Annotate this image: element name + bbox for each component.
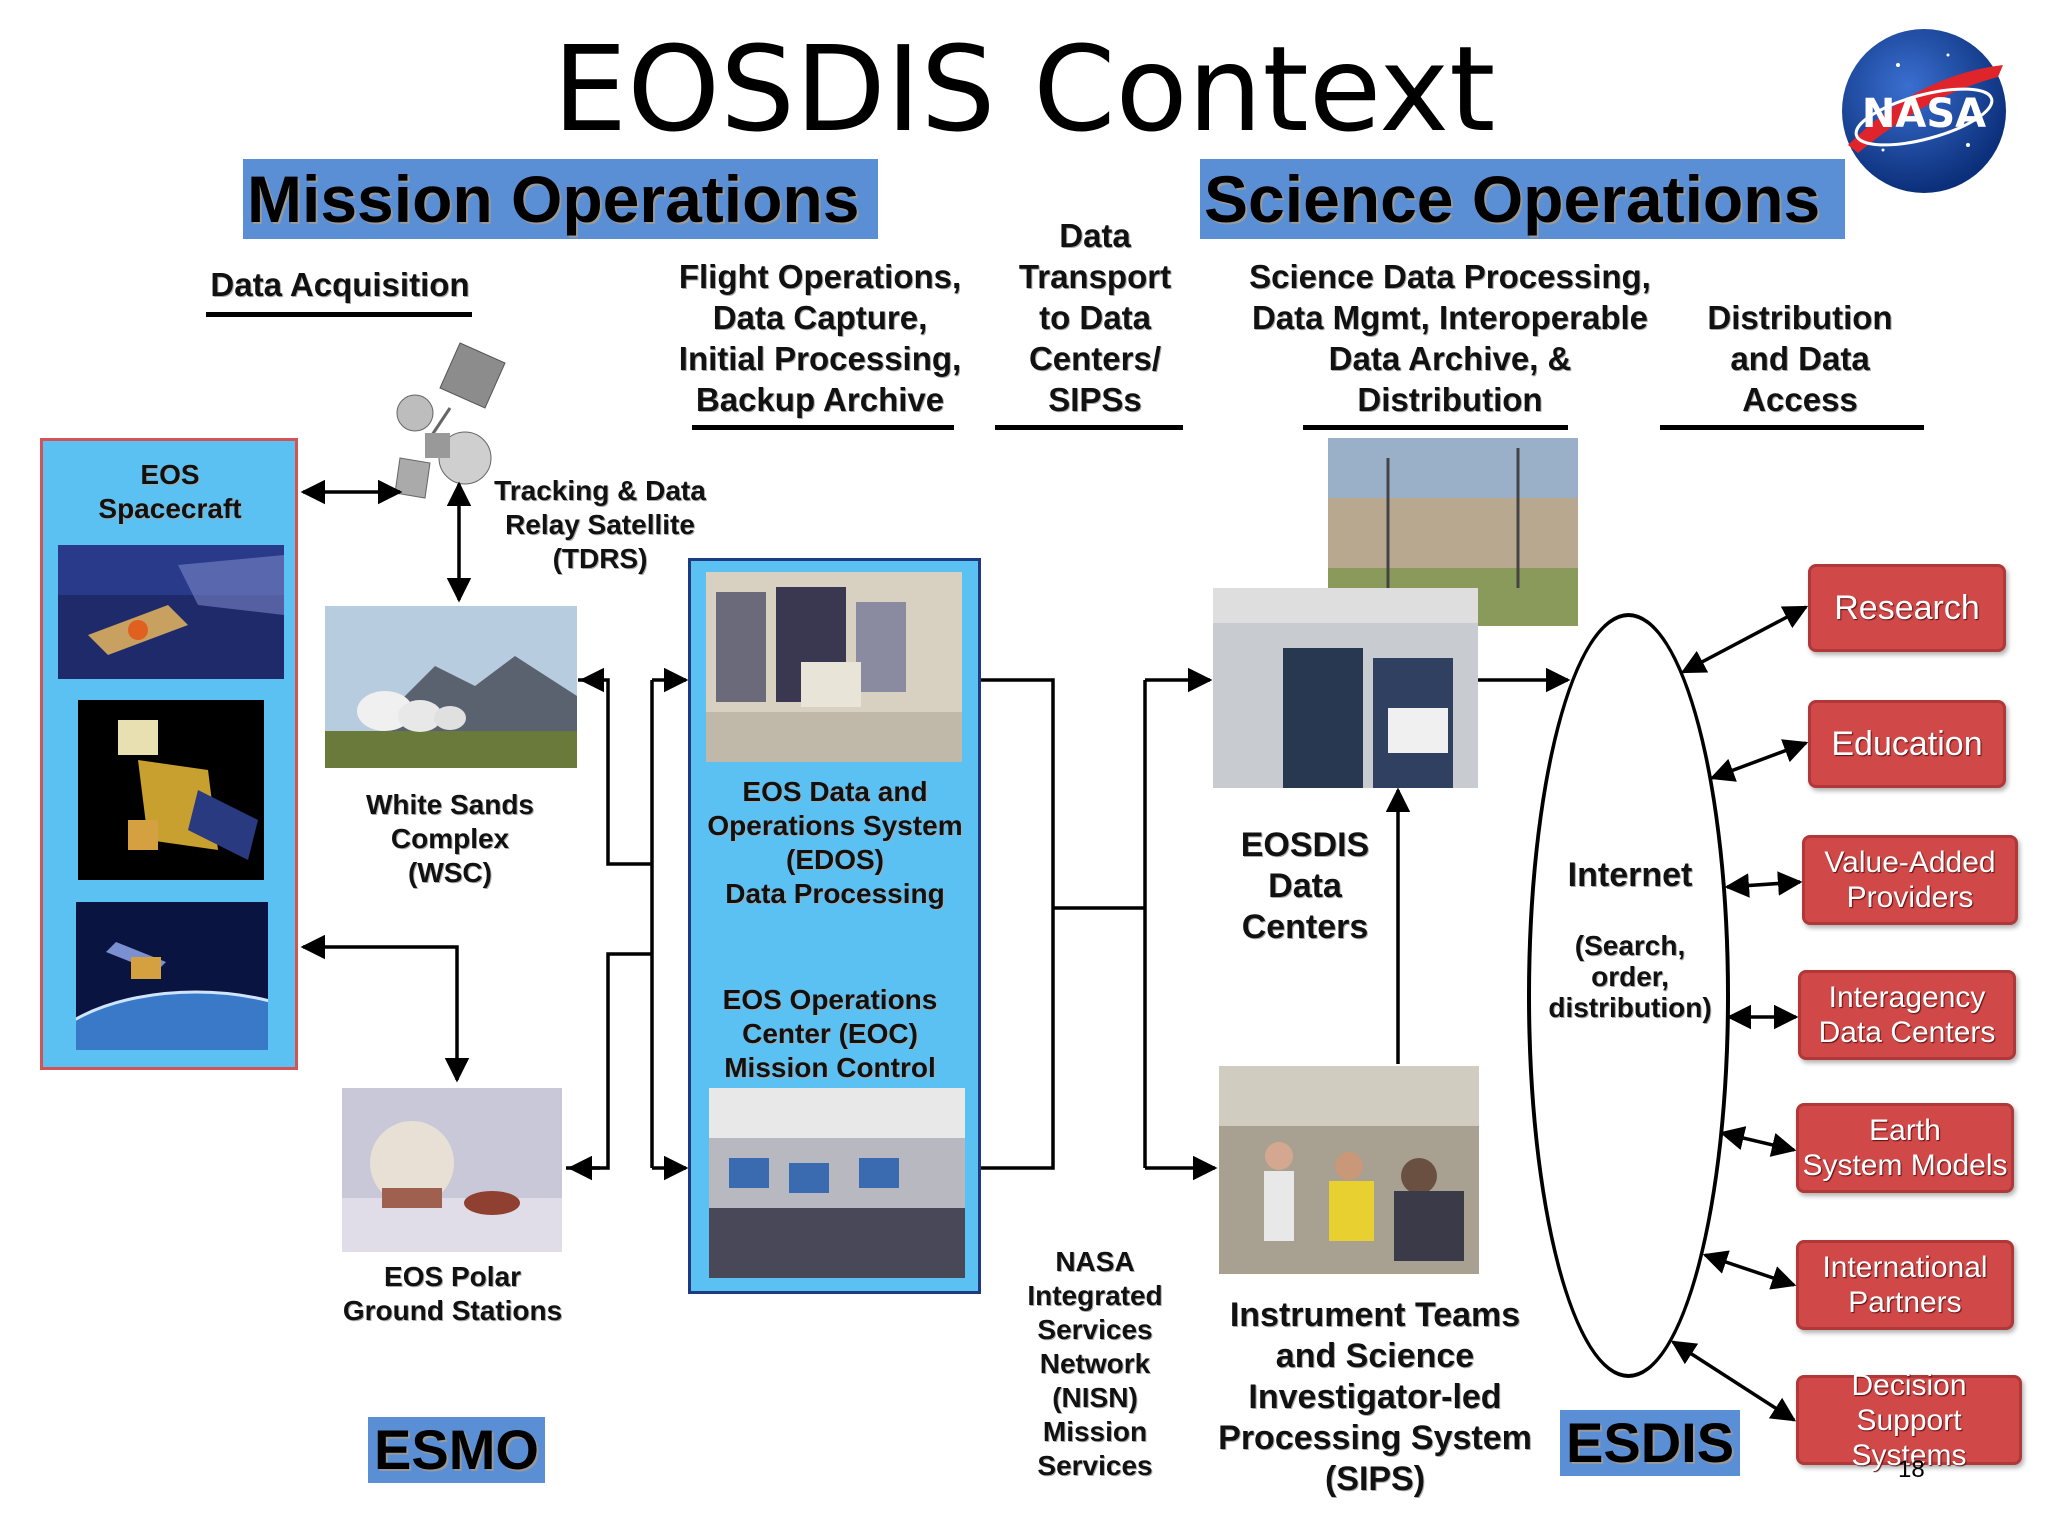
eoc-label: EOS Operations Center (EOC) Mission Cont…	[722, 984, 938, 1083]
nisn-label: NASA Integrated Services Network (NISN) …	[1027, 1246, 1163, 1481]
page-number: 18	[1898, 1456, 1925, 1483]
data-center-room-photo	[1213, 588, 1478, 788]
spacecraft-photo-2	[78, 700, 264, 880]
spacecraft-photo-1	[58, 545, 284, 679]
arrow-spacecraft-polar	[300, 934, 470, 1083]
underline-distribution	[1660, 425, 1924, 430]
edos-to-bus	[981, 678, 1055, 1170]
destination-research: Research	[1808, 564, 2006, 652]
arrow-wsc-bus	[578, 678, 652, 866]
eoc-photo	[709, 1088, 965, 1278]
mission-operations-banner: Mission Operations	[243, 159, 878, 239]
destination-education: Education	[1808, 700, 2006, 788]
internet-subtitle: (Search, order, distribution)	[1548, 930, 1712, 1023]
underline-science	[1303, 425, 1568, 430]
esmo-badge: ESMO	[368, 1417, 545, 1483]
tdrs-label: Tracking & Data Relay Satellite (TDRS)	[494, 475, 706, 574]
arrow-decision-support	[1670, 1340, 1797, 1422]
white-sands-label: White Sands Complex (WSC)	[365, 789, 534, 888]
header-science-processing: Science Data Processing, Data Mgmt, Inte…	[1249, 258, 1651, 418]
nasa-logo: NASA	[1838, 25, 2010, 197]
sips-photo	[1219, 1066, 1479, 1274]
internet-title: Internet	[1567, 856, 1693, 894]
internet-oval	[1527, 613, 1730, 1378]
arrow-research	[1680, 605, 1809, 674]
underline-acquisition	[206, 312, 472, 317]
spacecraft-photo-3	[76, 902, 268, 1050]
nasa-logo-text: NASA	[1862, 91, 1986, 137]
eos-spacecraft-label: EOS Spacecraft	[98, 459, 242, 524]
underline-flight	[692, 425, 954, 430]
edos-photo	[706, 572, 962, 762]
header-distribution: Distribution and Data Access	[1707, 299, 1893, 418]
arrow-polar-bus	[566, 952, 652, 1170]
data-centers-label: EOSDIS Data Centers	[1240, 826, 1370, 946]
header-data-acquisition: Data Acquisition	[210, 266, 470, 303]
white-sands-photo	[325, 606, 577, 768]
edos-label: EOS Data and Operations System (EDOS) Da…	[707, 776, 963, 909]
arrow-education	[1709, 739, 1809, 782]
page-title: EOSDIS Context	[552, 20, 1496, 158]
arrow-international	[1702, 1250, 1797, 1290]
underline-transport	[995, 425, 1183, 430]
arrow-earth-models	[1719, 1126, 1797, 1157]
polar-ground-station-photo	[342, 1088, 562, 1252]
sips-label: Instrument Teams and Science Investigato…	[1218, 1296, 1532, 1498]
header-flight-operations: Flight Operations, Data Capture, Initial…	[678, 258, 962, 418]
polar-ground-station-label: EOS Polar Ground Stations	[342, 1261, 563, 1326]
science-operations-banner: Science Operations	[1200, 159, 1845, 239]
arrow-value-added	[1724, 871, 1803, 898]
tdrs-satellite-image	[390, 338, 510, 503]
header-data-transport: Data Transport to Data Centers/ SIPSs	[1018, 217, 1172, 418]
